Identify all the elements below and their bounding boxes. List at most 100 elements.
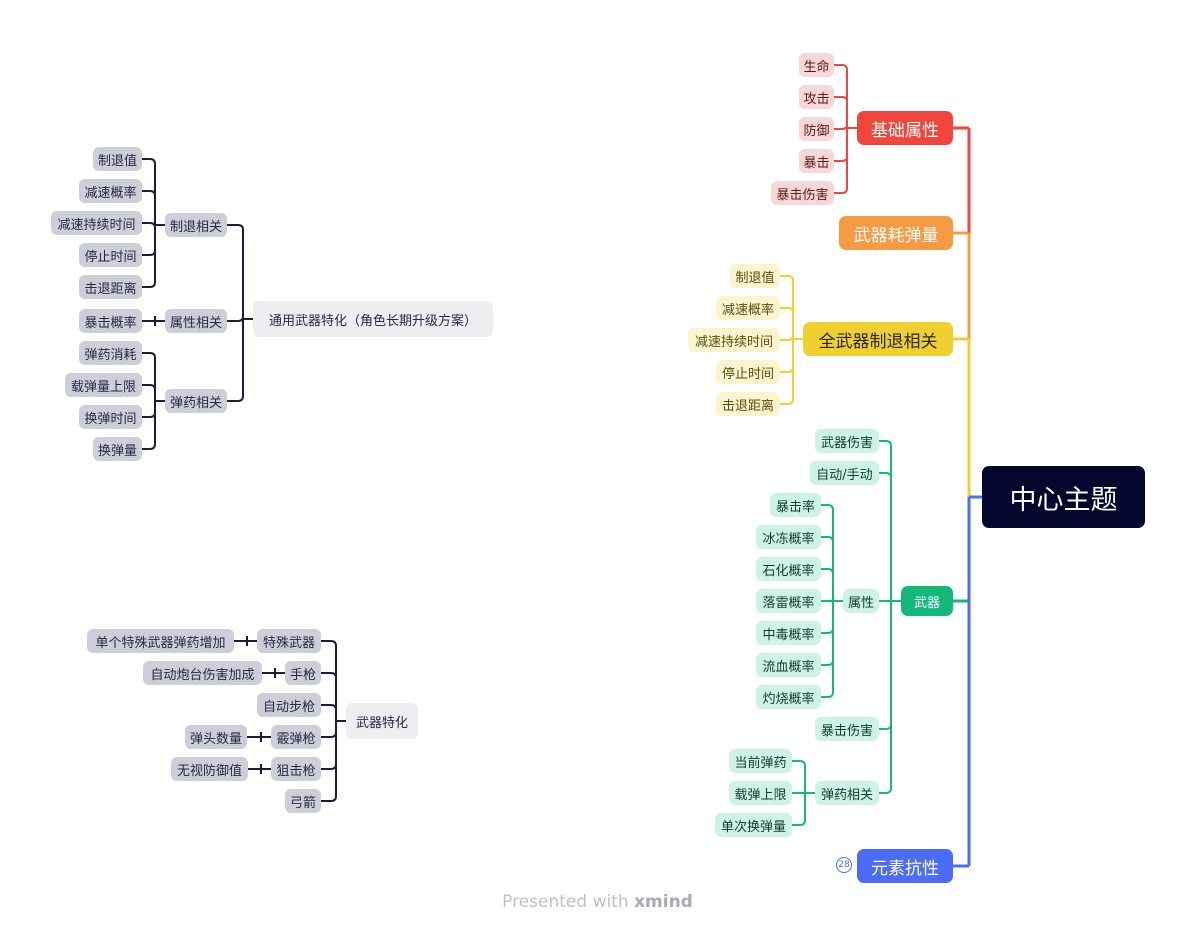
weapon-attr-freeze[interactable]: 冰冻概率 [756, 525, 821, 549]
branch-weapon-ammo-cost[interactable]: 武器耗弹量 [839, 216, 953, 250]
xmind-logo: xmind [634, 892, 693, 912]
general-ammo-edge-3 [142, 443, 156, 450]
spec-pistol[interactable]: 手枪 [285, 661, 321, 685]
repel-child-stop-time[interactable]: 停止时间 [716, 360, 780, 384]
basic-child-crit-damage[interactable]: 暴击伤害 [771, 181, 834, 205]
repel-edge-3 [780, 366, 794, 373]
special-edge-0 [321, 640, 337, 647]
general-edge-0 [227, 224, 244, 231]
general-repel[interactable]: 制退相关 [165, 213, 227, 237]
repel-edge-4 [780, 398, 794, 405]
general-edge-1 [227, 315, 244, 322]
general-ammo-reload-amount[interactable]: 换弹量 [93, 437, 142, 461]
collapsed-count-badge[interactable]: 28 [836, 857, 852, 873]
branch-all-weapon-repel[interactable]: 全武器制退相关 [803, 322, 953, 356]
special-edge-4 [321, 763, 337, 770]
branch-weapon[interactable]: 武器 [901, 586, 953, 616]
general-ammo-edge-1 [142, 384, 156, 391]
weapon-ammo-capacity[interactable]: 载弹上限 [729, 781, 792, 805]
spec-sniper[interactable]: 狙击枪 [271, 757, 321, 781]
weapon-attr-edge-4 [821, 627, 834, 634]
repel-edge-2 [780, 334, 794, 341]
general-ammo-reload-time[interactable]: 换弹时间 [79, 405, 142, 429]
floating-weapon-spec[interactable]: 武器特化 [346, 703, 418, 739]
basic-child-attack[interactable]: 攻击 [799, 85, 834, 109]
general-edge-2 [227, 395, 244, 402]
basic-edge-1 [834, 96, 848, 103]
spec-special-weapon[interactable]: 特殊武器 [257, 629, 321, 653]
weapon-attr-edge-6 [821, 691, 834, 698]
repel-child-slow-duration[interactable]: 减速持续时间 [688, 328, 780, 352]
weapon-edge-1 [879, 472, 892, 479]
general-repel-slow-duration[interactable]: 减速持续时间 [51, 211, 142, 235]
general-attr-crit[interactable]: 暴击概率 [79, 309, 142, 333]
general-attribute[interactable]: 属性相关 [165, 309, 227, 333]
basic-edge-4 [834, 187, 848, 194]
weapon-ammo-edge-0 [792, 760, 806, 767]
special-edge-2 [321, 704, 337, 711]
weapon-attr-edge-1 [821, 536, 834, 543]
weapon-child-ammo[interactable]: 弹药相关 [815, 781, 879, 805]
special-edge-1 [321, 672, 337, 679]
spec-bow[interactable]: 弓箭 [285, 789, 321, 813]
weapon-edge-0 [879, 440, 892, 447]
general-ammo[interactable]: 弹药相关 [165, 389, 227, 413]
weapon-attr-edge-0 [821, 504, 834, 511]
general-repel-slow-chance[interactable]: 减速概率 [79, 179, 142, 203]
spec-pistol-turret-damage[interactable]: 自动炮台伤害加成 [143, 661, 262, 685]
basic-edge-2 [834, 123, 848, 130]
spec-rifle[interactable]: 自动步枪 [257, 693, 321, 717]
special-edge-5 [321, 795, 337, 802]
center-topic[interactable]: 中心主题 [982, 466, 1145, 528]
weapon-attr-petrify[interactable]: 石化概率 [756, 557, 821, 581]
weapon-attr-poison[interactable]: 中毒概率 [756, 621, 821, 645]
basic-child-crit[interactable]: 暴击 [799, 149, 834, 173]
weapon-ammo-edge-2 [792, 819, 806, 826]
weapon-attr-thunder[interactable]: 落雷概率 [756, 589, 821, 613]
branch-basic-attributes[interactable]: 基础属性 [857, 111, 953, 145]
repel-edge-1 [780, 307, 794, 314]
weapon-attr-crit-rate[interactable]: 暴击率 [770, 493, 821, 517]
weapon-attr-burn[interactable]: 灼烧概率 [756, 685, 821, 709]
repel-edge-0 [780, 275, 794, 282]
weapon-child-auto-manual[interactable]: 自动/手动 [810, 461, 879, 485]
general-ammo-edge-2 [142, 411, 156, 418]
repel-child-slow-chance[interactable]: 减速概率 [716, 296, 780, 320]
basic-child-hp[interactable]: 生命 [799, 53, 834, 77]
weapon-ammo-current[interactable]: 当前弹药 [729, 749, 792, 773]
general-repel-knockback[interactable]: 击退距离 [79, 275, 142, 299]
weapon-ammo-reload[interactable]: 单次换弹量 [715, 813, 792, 837]
general-ammo-capacity[interactable]: 载弹量上限 [65, 373, 142, 397]
general-repel-edge-0 [142, 158, 156, 165]
general-ammo-consume[interactable]: 弹药消耗 [79, 341, 142, 365]
spec-shotgun-pellets[interactable]: 弹头数量 [185, 725, 247, 749]
weapon-attr-edge-5 [821, 659, 834, 666]
branch-element-resist[interactable]: 元素抗性 [857, 849, 953, 883]
floating-general-weapon-spec[interactable]: 通用武器特化（角色长期升级方案） [253, 301, 493, 337]
weapon-edge-4 [879, 787, 892, 794]
special-edge-3 [321, 731, 337, 738]
basic-edge-0 [834, 64, 848, 71]
repel-child-value[interactable]: 制退值 [730, 264, 780, 288]
weapon-child-damage[interactable]: 武器伤害 [815, 429, 879, 453]
general-repel-edge-2 [142, 222, 156, 229]
general-repel-edge-1 [142, 190, 156, 197]
general-repel-value[interactable]: 制退值 [93, 147, 142, 171]
general-repel-edge-3 [142, 249, 156, 256]
weapon-attr-edge-2 [821, 568, 834, 575]
general-repel-stop-time[interactable]: 停止时间 [79, 243, 142, 267]
presented-with-footer: Presented with xmind [502, 892, 693, 912]
basic-child-defense[interactable]: 防御 [799, 117, 834, 141]
spec-shotgun[interactable]: 霰弹枪 [271, 725, 321, 749]
spec-special-ammo-increase[interactable]: 单个特殊武器弹药增加 [87, 629, 234, 653]
weapon-child-crit-damage[interactable]: 暴击伤害 [815, 717, 879, 741]
weapon-child-attributes[interactable]: 属性 [843, 589, 879, 613]
general-repel-edge-4 [142, 281, 156, 288]
spec-sniper-ignore-defense[interactable]: 无视防御值 [171, 757, 248, 781]
general-ammo-edge-0 [142, 352, 156, 359]
repel-child-knockback[interactable]: 击退距离 [716, 392, 780, 416]
basic-edge-3 [834, 155, 848, 162]
weapon-attr-bleed[interactable]: 流血概率 [756, 653, 821, 677]
weapon-edge-3 [879, 723, 892, 730]
